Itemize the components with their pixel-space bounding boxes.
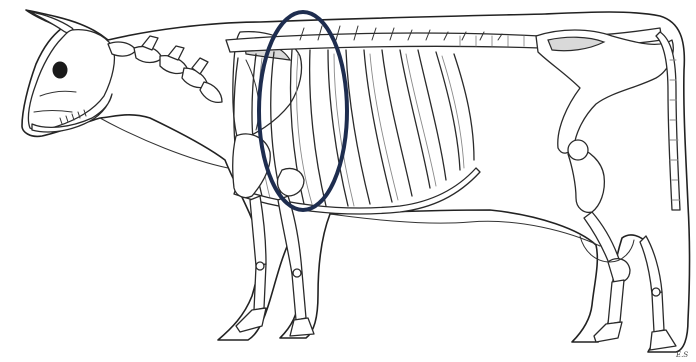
artist-signature: E.S — [675, 351, 688, 359]
eye-orbit-icon — [53, 62, 67, 78]
